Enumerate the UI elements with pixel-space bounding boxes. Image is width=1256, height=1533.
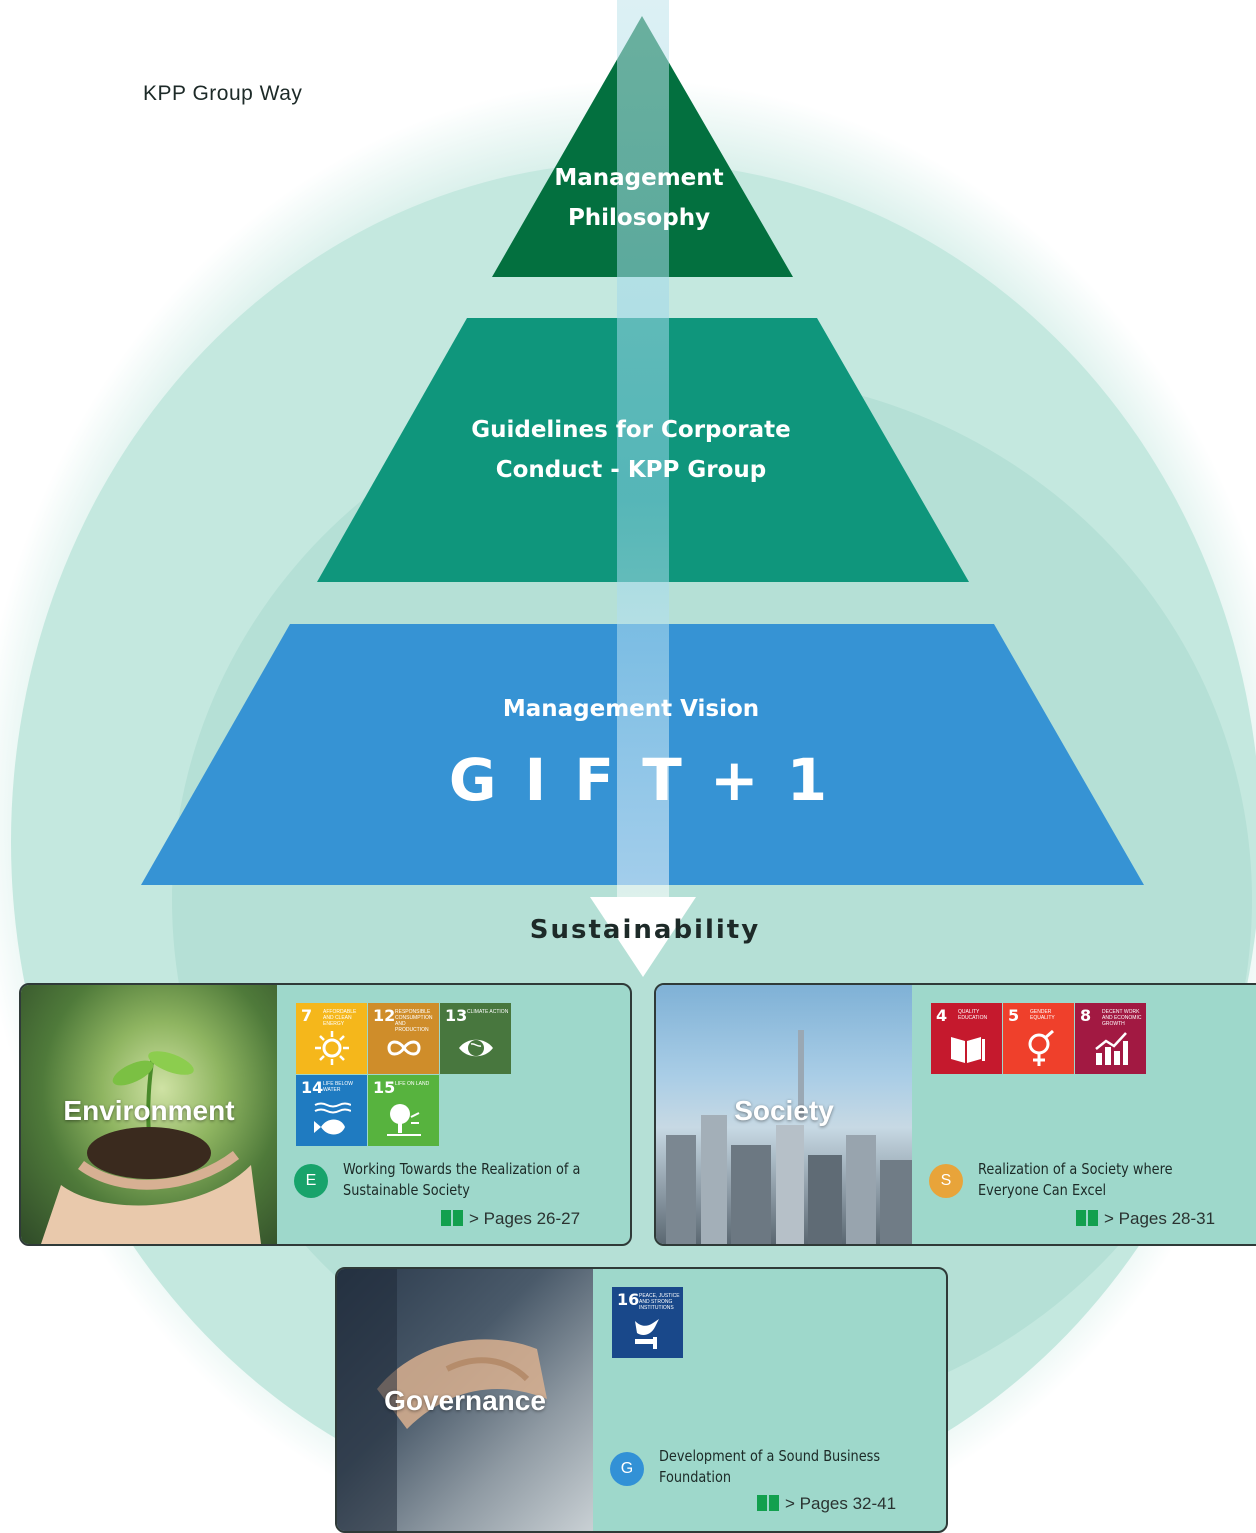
sdg-14-number: 14 [301, 1078, 324, 1097]
tier1-label: Management Philosophy [492, 158, 786, 238]
society-goal: Realization of a Society where Everyone … [978, 1159, 1173, 1201]
sdg-5-caption: Gender equality [1030, 1009, 1055, 1021]
book-icon [441, 1210, 463, 1226]
environment-pages: > Pages 26-27 [469, 1209, 581, 1228]
environment-card[interactable]: Environment 7 Affordable and clean energ… [19, 983, 632, 1246]
arrow-head [590, 897, 696, 977]
book-icon [1076, 1210, 1098, 1226]
tier1-line2: Philosophy [567, 205, 711, 231]
society-pages: > Pages 28-31 [1104, 1209, 1216, 1228]
governance-pages-link[interactable]: > Pages 32-41 [757, 1494, 896, 1514]
governance-photo [337, 1269, 593, 1531]
tree-icon [387, 1104, 421, 1136]
sdg-16-number: 16 [617, 1290, 640, 1309]
infinity-icon [387, 1040, 421, 1056]
sdg-7-icon: 7 Affordable and clean energy [296, 1003, 367, 1074]
governance-pages: > Pages 32-41 [785, 1494, 897, 1513]
sdg-12-icon: 12 Responsible consumption and productio… [368, 1003, 439, 1074]
page-title: KPP Group Way [143, 82, 303, 105]
governance-goal: Development of a Sound Business Foundati… [659, 1446, 880, 1488]
tier1-line1: Management [554, 165, 724, 191]
handshake-icon [337, 1269, 547, 1531]
dove-gavel-icon [635, 1319, 659, 1349]
eye-globe-icon [459, 1039, 493, 1057]
sdg-12-number: 12 [373, 1006, 396, 1025]
sdg-15-icon: 15 Life on land [368, 1075, 439, 1146]
tier3-title: G I F T + 1 [448, 746, 832, 814]
sdg-7-number: 7 [301, 1006, 313, 1025]
tier3-subtitle: Management Vision [502, 696, 760, 722]
arrow-shaft [617, 0, 669, 900]
book-icon [757, 1495, 779, 1511]
society-label: Society [734, 1095, 834, 1126]
sdg-16-caption: Peace, justice and strong institutions [639, 1293, 680, 1311]
society-goal-line2: Everyone Can Excel [978, 1181, 1107, 1199]
sdg-15-number: 15 [373, 1078, 396, 1097]
environment-label: Environment [63, 1095, 235, 1126]
cityscape-icon [666, 1030, 912, 1244]
sdg-13-caption: Climate action [467, 1009, 509, 1015]
sdg-14-icon: 14 Life below water [296, 1075, 367, 1146]
governance-goal-line1: Development of a Sound Business [659, 1447, 881, 1465]
sdg-4-icon: 4 Quality education [931, 1003, 1002, 1074]
governance-card[interactable]: Governance 16 Peace, justice and strong … [335, 1267, 948, 1533]
tier2-line2: Conduct - KPP Group [495, 457, 767, 483]
society-photo [656, 985, 912, 1244]
book-icon [951, 1037, 985, 1063]
tier2-line1: Guidelines for Corporate [471, 417, 791, 443]
sdg-13-icon: 13 Climate action [440, 1003, 511, 1074]
environment-pages-link[interactable]: > Pages 26-27 [441, 1209, 580, 1229]
sdg-8-icon: 8 Decent work and economic growth [1075, 1003, 1146, 1074]
environment-goal-line2: Sustainable Society [343, 1181, 470, 1199]
gender-icon [1028, 1029, 1054, 1066]
society-goal-line1: Realization of a Society where [978, 1160, 1173, 1178]
environment-goal: Working Towards the Realization of a Sus… [343, 1159, 580, 1201]
growth-chart-icon [1095, 1032, 1128, 1065]
sustainability-label: Sustainability [529, 915, 761, 945]
governance-badge: G [610, 1452, 644, 1486]
governance-goal-line2: Foundation [659, 1468, 732, 1486]
society-pages-link[interactable]: > Pages 28-31 [1076, 1209, 1215, 1229]
sun-icon [315, 1031, 349, 1065]
sdg-4-number: 4 [936, 1006, 948, 1025]
sdg-5-number: 5 [1008, 1006, 1020, 1025]
environment-goal-line1: Working Towards the Realization of a [343, 1160, 581, 1178]
environment-photo [21, 985, 277, 1244]
sdg-15-caption: Life on land [395, 1081, 430, 1087]
seedling-hands-icon [41, 1051, 261, 1244]
sdg-16-icon: 16 Peace, justice and strong institution… [612, 1287, 683, 1358]
sdg-7-caption: Affordable and clean energy [323, 1009, 357, 1027]
society-card[interactable]: Society 4 Quality education 5 Gender equ… [654, 983, 1256, 1246]
tier2-label: Guidelines for Corporate Conduct - KPP G… [380, 410, 882, 490]
fish-icon [314, 1102, 351, 1135]
sdg-8-caption: Decent work and economic growth [1102, 1009, 1142, 1027]
governance-label: Governance [384, 1385, 546, 1416]
sdg-8-number: 8 [1080, 1006, 1092, 1025]
environment-badge: E [294, 1164, 328, 1198]
sdg-13-number: 13 [445, 1006, 468, 1025]
sdg-12-caption: Responsible consumption and production [395, 1009, 433, 1033]
society-badge: S [929, 1164, 963, 1198]
sdg-5-icon: 5 Gender equality [1003, 1003, 1074, 1074]
sdg-4-caption: Quality education [958, 1009, 988, 1021]
sdg-14-caption: Life below water [323, 1081, 354, 1093]
